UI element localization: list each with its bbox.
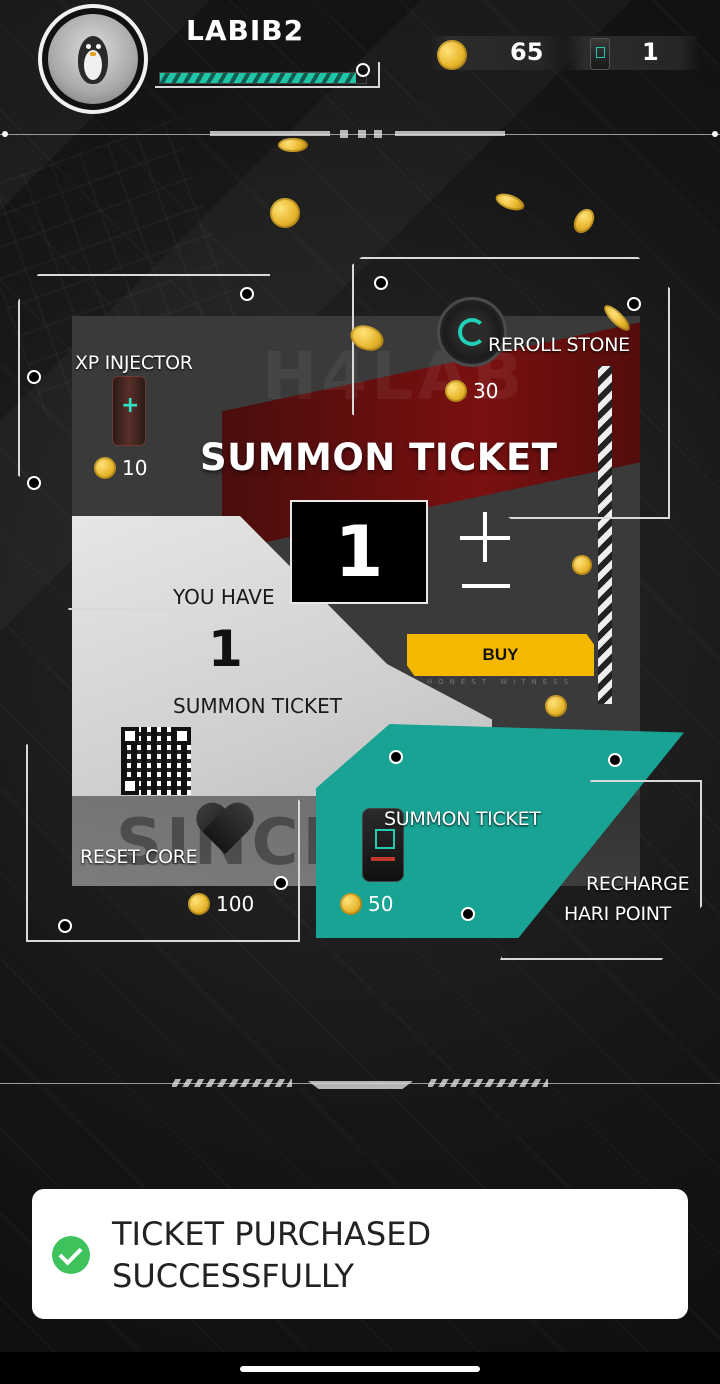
reroll-stone-panel[interactable] [352, 257, 670, 519]
panel-hole [27, 370, 41, 384]
decrease-quantity-button[interactable] [462, 580, 512, 592]
summon-title: SUMMON TICKET [200, 436, 558, 479]
recharge-label-line2: HARI POINT [564, 903, 671, 925]
divider-accent [358, 130, 366, 138]
xp-injector-panel[interactable] [18, 274, 270, 610]
panel-hole [58, 919, 72, 933]
ticket-strip [565, 36, 700, 70]
divider-accent [395, 131, 505, 136]
falling-coin-icon [278, 138, 308, 152]
xp-injector-label: XP INJECTOR [75, 352, 193, 374]
check-icon [52, 1236, 90, 1274]
toast-notification: TICKET PURCHASED SUCCESSFULLY [32, 1189, 688, 1319]
panel-hole [374, 276, 388, 290]
panel-hole [274, 876, 288, 890]
coin-icon [94, 457, 116, 479]
xp-bar-end-icon [356, 63, 370, 77]
coin-icon [445, 380, 467, 402]
reroll-stone-price-value: 30 [473, 379, 499, 403]
username: LABIB2 [186, 14, 305, 47]
summon-ticket-price: 50 [340, 892, 393, 916]
summon-ticket-price-value: 50 [368, 892, 394, 916]
panel-hole [240, 287, 254, 301]
xp-vial-icon [112, 376, 146, 446]
divider-dot [712, 131, 718, 137]
increase-quantity-button[interactable] [460, 512, 512, 564]
panel-hole [27, 476, 41, 490]
penguin-avatar-icon [48, 14, 138, 104]
divider-accent [374, 130, 382, 138]
owned-item-label: SUMMON TICKET [173, 694, 342, 718]
xp-injector-price-value: 10 [122, 456, 148, 480]
reset-core-price: 100 [188, 892, 254, 916]
coin-icon [340, 893, 362, 915]
panel-hole [627, 297, 641, 311]
bottom-divider-accent [308, 1081, 413, 1089]
summon-ticket-icon [362, 808, 404, 882]
bottom-divider-accent [172, 1079, 292, 1087]
divider-accent [340, 130, 348, 138]
xp-bar [155, 62, 380, 88]
avatar[interactable] [38, 4, 148, 114]
buy-button[interactable]: BUY [407, 634, 594, 676]
toast-message-line2: SUCCESSFULLY [112, 1257, 355, 1295]
panel-hole [608, 753, 622, 767]
panel-hole [389, 750, 403, 764]
owned-count: 1 [208, 620, 243, 678]
reroll-stone-icon [437, 297, 507, 367]
divider-dot [2, 131, 8, 137]
bottom-divider-accent [428, 1079, 548, 1087]
summon-ticket-label: SUMMON TICKET [384, 808, 541, 830]
coin-balance: 65 [510, 38, 544, 66]
xp-bar-fill [160, 73, 356, 83]
toast-message-line1: TICKET PURCHASED [112, 1215, 432, 1253]
falling-coin-icon [545, 695, 567, 717]
coin-icon [437, 40, 467, 70]
falling-coin-icon [572, 555, 592, 575]
hazard-stripe [598, 366, 612, 704]
ticket-balance: 1 [642, 38, 659, 66]
buy-button-subtitle: HONEST WITNESS [426, 678, 575, 686]
reroll-stone-price: 30 [445, 379, 498, 403]
reset-core-panel[interactable] [26, 660, 300, 942]
qr-code [121, 727, 191, 795]
panel-hole [461, 907, 475, 921]
quantity-display: 1 [290, 500, 428, 604]
reset-core-label: RESET CORE [80, 846, 198, 868]
divider-accent [210, 131, 330, 136]
coin-icon [188, 893, 210, 915]
you-have-label: YOU HAVE [173, 585, 275, 609]
heart-core-icon [196, 804, 254, 862]
reroll-stone-label: REROLL STONE [488, 334, 630, 356]
home-indicator[interactable] [240, 1366, 480, 1372]
ticket-icon [590, 38, 610, 70]
recharge-label-line1: RECHARGE [586, 873, 690, 895]
falling-coin-icon [270, 198, 300, 228]
reset-core-price-value: 100 [216, 892, 255, 916]
xp-injector-price: 10 [94, 456, 147, 480]
